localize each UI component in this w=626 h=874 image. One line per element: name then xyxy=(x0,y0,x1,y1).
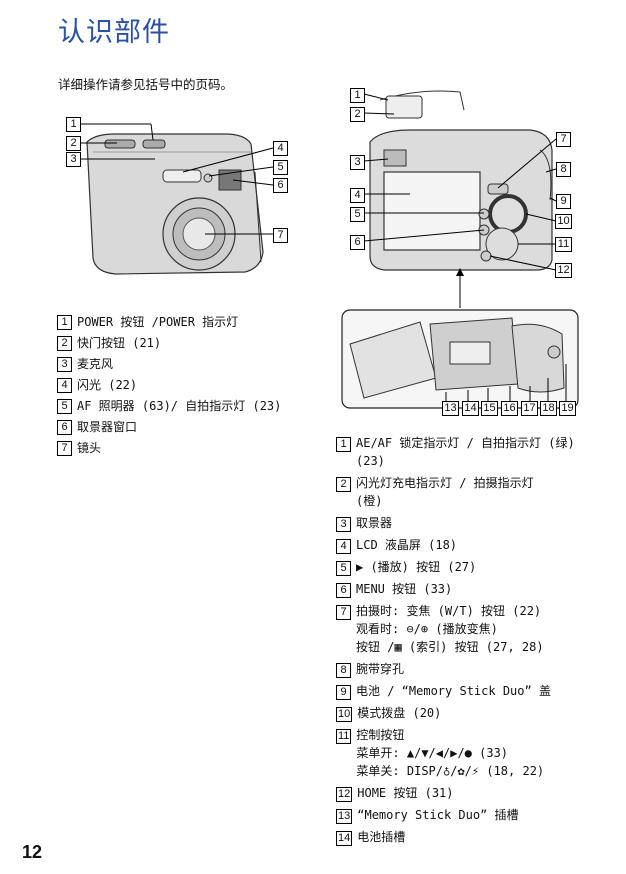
bottom-label-14: 14 xyxy=(462,401,479,416)
legend-item: 9 电池 / “Memory Stick Duo” 盖 xyxy=(336,682,621,700)
legend-item: 2 快门按钮 (21) xyxy=(57,333,317,354)
legend-text: AF 照明器 (63)/ 自拍指示灯 (23) xyxy=(77,399,282,413)
legend-text: 快门按钮 (21) xyxy=(77,336,162,350)
front-label-1: 1 xyxy=(66,117,81,132)
page-title: 认识部件 xyxy=(58,17,170,48)
back-label-1: 1 xyxy=(350,88,365,103)
legend-number: 4 xyxy=(57,378,72,393)
bottom-label-13: 13 xyxy=(442,401,459,416)
legend-number: 12 xyxy=(336,787,353,802)
back-label-8: 8 xyxy=(556,162,571,177)
legend-number: 1 xyxy=(57,315,72,330)
legend-item: 8 腕带穿孔 xyxy=(336,660,621,678)
legend-number: 2 xyxy=(57,336,72,351)
legend-text: 取景器 xyxy=(356,516,393,530)
legend-item: 3 麦克风 xyxy=(57,354,317,375)
legend-text: HOME 按钮 (31) xyxy=(357,786,454,800)
back-label-4: 4 xyxy=(350,188,365,203)
legend-number: 3 xyxy=(336,517,351,532)
legend-text: “Memory Stick Duo” 插槽 xyxy=(357,808,519,822)
legend-item: 12 HOME 按钮 (31) xyxy=(336,784,621,802)
legend-item: 4 闪光 (22) xyxy=(57,375,317,396)
back-label-9: 9 xyxy=(556,194,571,209)
legend-item: 7 镜头 xyxy=(57,438,317,459)
legend-item: 3 取景器 xyxy=(336,514,621,532)
legend-item: 6 取景器窗口 xyxy=(57,417,317,438)
legend-number: 11 xyxy=(336,729,352,744)
bottom-label-17: 17 xyxy=(521,401,538,416)
legend-number: 6 xyxy=(336,583,351,598)
bottom-label-16: 16 xyxy=(501,401,518,416)
front-label-4: 4 xyxy=(273,141,288,156)
legend-item: 6 MENU 按钮 (33) xyxy=(336,580,621,598)
bottom-label-19: 19 xyxy=(559,401,576,416)
front-label-3: 3 xyxy=(66,152,81,167)
back-label-5: 5 xyxy=(350,207,365,222)
front-label-2: 2 xyxy=(66,136,81,151)
legend-number: 1 xyxy=(336,437,351,452)
legend-number: 10 xyxy=(336,707,353,722)
camera-back-illustration xyxy=(363,90,557,271)
back-label-11: 11 xyxy=(555,237,572,252)
legend-text: 拍摄时: 变焦 (W/T) 按钮 (22) 观看时: ⊖/⊕ (播放变焦) 按钮… xyxy=(356,604,544,654)
legend-item: 1 POWER 按钮 /POWER 指示灯 xyxy=(57,312,317,333)
back-label-12: 12 xyxy=(555,263,572,278)
back-parts-legend: 1 AE/AF 锁定指示灯 / 自拍指示灯 (绿) (23) 2 闪光灯充电指示灯 … xyxy=(336,434,621,850)
legend-number: 7 xyxy=(57,441,72,456)
legend-item: 2 闪光灯充电指示灯 / 拍摄指示灯 (橙) xyxy=(336,474,621,510)
legend-item: 10 模式拨盘 (20) xyxy=(336,704,621,722)
legend-number: 6 xyxy=(57,420,72,435)
legend-number: 2 xyxy=(336,477,351,492)
legend-text: MENU 按钮 (33) xyxy=(356,582,453,596)
front-label-5: 5 xyxy=(273,160,288,175)
legend-number: 14 xyxy=(336,831,353,846)
page-number: 12 xyxy=(22,842,43,862)
legend-item: 7 拍摄时: 变焦 (W/T) 按钮 (22) 观看时: ⊖/⊕ (播放变焦) 按… xyxy=(336,602,621,656)
legend-text: 模式拨盘 (20) xyxy=(357,706,442,720)
bottom-label-15: 15 xyxy=(481,401,498,416)
legend-text: 取景器窗口 xyxy=(77,420,138,434)
back-label-6: 6 xyxy=(350,235,365,250)
legend-number: 4 xyxy=(336,539,351,554)
back-label-10: 10 xyxy=(555,214,572,229)
legend-item: 5 AF 照明器 (63)/ 自拍指示灯 (23) xyxy=(57,396,317,417)
front-label-6: 6 xyxy=(273,178,288,193)
legend-item: 14 电池插槽 xyxy=(336,828,621,846)
legend-number: 8 xyxy=(336,663,351,678)
legend-item: 4 LCD 液晶屏 (18) xyxy=(336,536,621,554)
back-label-3: 3 xyxy=(350,155,365,170)
legend-item: 1 AE/AF 锁定指示灯 / 自拍指示灯 (绿) (23) xyxy=(336,434,621,470)
legend-text: 控制按钮 菜单开: ▲/▼/◀/▶/● (33) 菜单关: DISP/♁/✿/⚡… xyxy=(356,728,545,778)
camera-front-illustration xyxy=(79,123,274,275)
legend-text: 麦克风 xyxy=(77,357,114,371)
front-label-7: 7 xyxy=(273,228,288,243)
legend-text: 腕带穿孔 xyxy=(356,662,405,676)
back-label-7: 7 xyxy=(556,132,571,147)
legend-number: 3 xyxy=(57,357,72,372)
legend-text: 镜头 xyxy=(77,441,102,455)
back-label-2: 2 xyxy=(350,107,365,122)
legend-item: 5 ▶ (播放) 按钮 (27) xyxy=(336,558,621,576)
legend-number: 5 xyxy=(57,399,72,414)
legend-text: LCD 液晶屏 (18) xyxy=(356,538,458,552)
legend-text: 闪光灯充电指示灯 / 拍摄指示灯 (橙) xyxy=(356,476,534,508)
legend-text: POWER 按钮 /POWER 指示灯 xyxy=(77,315,239,329)
legend-number: 7 xyxy=(336,605,351,620)
legend-number: 13 xyxy=(336,809,353,824)
front-parts-legend: 1 POWER 按钮 /POWER 指示灯 2 快门按钮 (21) 3 麦克风 4 闪光… xyxy=(57,312,317,459)
legend-number: 9 xyxy=(336,685,351,700)
legend-text: AE/AF 锁定指示灯 / 自拍指示灯 (绿) (23) xyxy=(356,436,575,468)
legend-text: 电池插槽 xyxy=(357,830,406,844)
legend-item: 11 控制按钮 菜单开: ▲/▼/◀/▶/● (33) 菜单关: DISP/♁/✿… xyxy=(336,726,621,780)
bottom-label-18: 18 xyxy=(540,401,557,416)
intro-text: 详细操作请参见括号中的页码。 xyxy=(58,77,234,92)
legend-number: 5 xyxy=(336,561,351,576)
legend-text: 电池 / “Memory Stick Duo” 盖 xyxy=(356,684,551,698)
legend-item: 13 “Memory Stick Duo” 插槽 xyxy=(336,806,621,824)
legend-text: ▶ (播放) 按钮 (27) xyxy=(356,560,477,574)
camera-bottom-illustration xyxy=(341,268,579,409)
legend-text: 闪光 (22) xyxy=(77,378,138,392)
